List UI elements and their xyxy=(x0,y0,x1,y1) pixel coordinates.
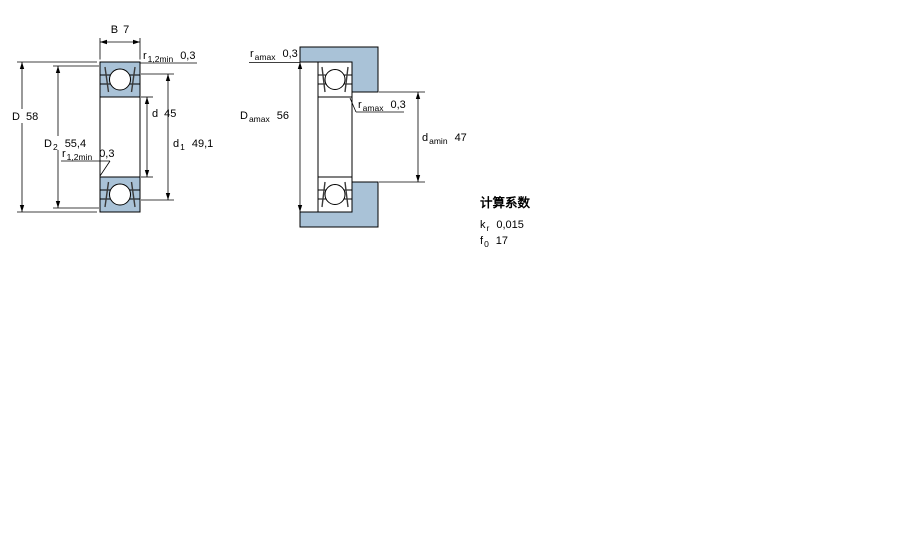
dim-da xyxy=(379,91,425,183)
dim-D xyxy=(17,61,97,213)
dim-Da xyxy=(297,62,303,212)
ball-bottom xyxy=(324,184,346,205)
bearing-body xyxy=(99,61,141,213)
seal-icon xyxy=(321,66,326,93)
mounted-bearing-body xyxy=(317,61,353,213)
leader-r-bottom-tip xyxy=(99,160,111,177)
seal-icon xyxy=(104,181,110,208)
dim-d1 xyxy=(141,73,174,201)
seal-icon xyxy=(344,66,349,93)
seal-icon xyxy=(130,66,136,93)
ball-top xyxy=(109,68,131,91)
calculation-factors-title: 计算系数 xyxy=(480,195,531,210)
leader-ra-mid-tip xyxy=(349,97,357,113)
seal-icon xyxy=(130,181,136,208)
ball-bottom xyxy=(109,183,131,206)
seal-icon xyxy=(321,181,326,208)
dim-d xyxy=(141,96,153,178)
dim-B xyxy=(99,38,141,60)
seal-icon xyxy=(344,181,349,208)
ball-top xyxy=(324,69,346,90)
seal-icon xyxy=(104,66,110,93)
